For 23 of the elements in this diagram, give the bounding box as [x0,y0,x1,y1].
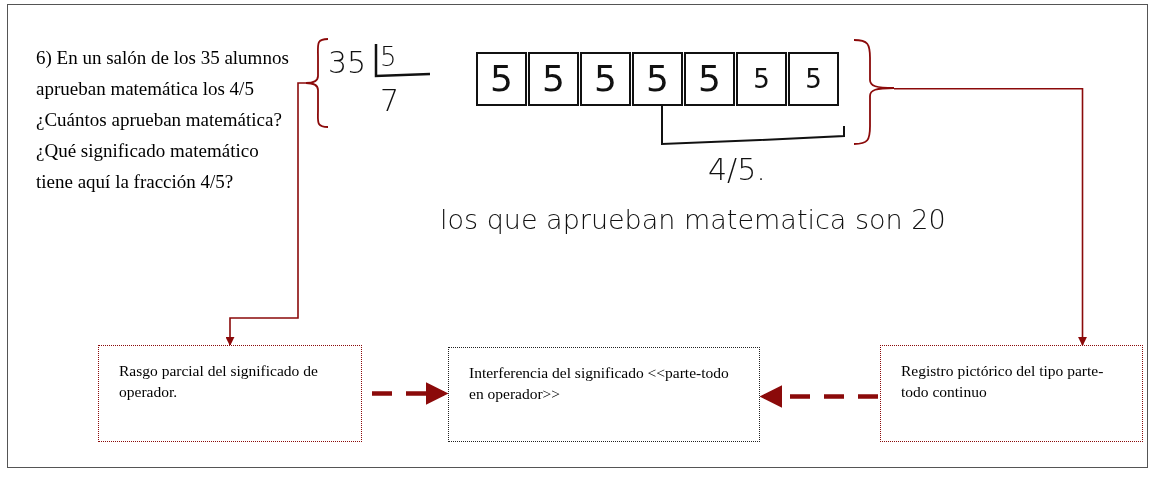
question-text: 6) En un salón de los 35 alumnos aprueban matemática los 4/5 ¿Cuántos aprueban matemática? ¿Qué significado matemático tiene aquí la fracción 4/5? [36,46,290,194]
handwritten-number: 7 [380,86,400,116]
handwritten-number: 5 [753,66,770,92]
handwritten-number: 35 [328,48,367,78]
box-text: Rasgo parcial del significado de operador. [119,361,319,402]
handwritten-fraction: 4/5. [708,152,766,187]
concept-box [448,347,760,442]
arrow [225,82,307,346]
concept-box [880,345,1143,442]
dashed-arrow [372,382,449,405]
dashed-arrow [759,385,878,408]
handwritten-number: 5 [698,61,721,97]
handwritten-answer: los que aprueban matematica son 20 [440,204,946,235]
handwritten-number: 5 [380,44,397,70]
concept-box [98,345,362,442]
box-text: Registro pictórico del tipo parte-todo continuo [901,361,1105,402]
box-text: Interferencia del significado <<parte-todo en operador>> [469,363,730,404]
handwritten-number: 5 [646,61,669,97]
arrow [893,87,1087,346]
handwritten-number: 5 [805,66,822,92]
handwritten-number: 5 [542,61,565,97]
handwritten-number: 5 [490,61,513,97]
handwritten-number: 5 [594,61,617,97]
